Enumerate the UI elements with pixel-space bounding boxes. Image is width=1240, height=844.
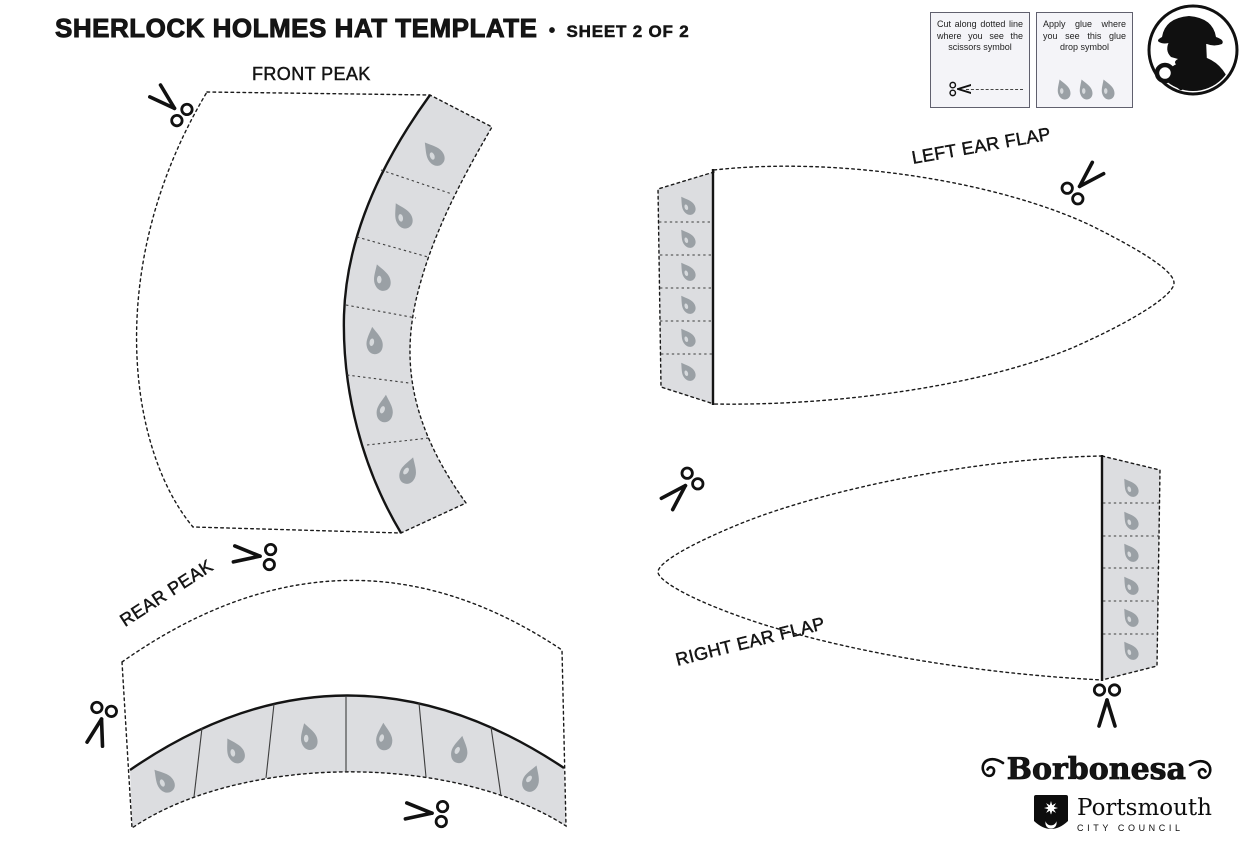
borbonesa-logo: Borbonesa: [979, 752, 1214, 787]
glue-instruction-legend: [1043, 76, 1126, 102]
front-peak-fold-line: [342, 94, 431, 534]
right-ear-flap-tab-cut-line: [1101, 455, 1161, 681]
title-separator: •: [548, 20, 556, 42]
left-ear-flap-tab-dividers: [659, 221, 713, 355]
front-peak-glue-tab-band: [343, 95, 492, 533]
front-peak-template: [135, 79, 493, 572]
borbonesa-wordmark: Borbonesa: [1006, 752, 1186, 788]
glue-drop-icon: [1053, 77, 1072, 102]
dotted-cut-line-sample: [966, 88, 1023, 90]
glue-drop-icon: [1097, 77, 1116, 102]
sherlock-silhouette-logo: [1147, 4, 1239, 96]
council-name: Portsmouth: [1077, 795, 1212, 821]
scissors-icon: [1092, 682, 1122, 728]
flourish-icon: [1188, 759, 1212, 779]
front-peak-tab-dividers: [345, 169, 453, 446]
right-ear-flap-template: [656, 455, 1161, 728]
left-ear-flap-cut-line: [713, 165, 1175, 405]
left-ear-flap-tab-cut-line: [657, 171, 715, 405]
front-peak-label: FRONT PEAK: [252, 64, 371, 84]
rear-peak-template: [80, 579, 567, 830]
portsmouth-city-council-logo: Portsmouth CITY COUNCIL: [1034, 795, 1212, 835]
council-subtitle: CITY COUNCIL: [1077, 823, 1184, 833]
council-text: Portsmouth CITY COUNCIL: [1077, 795, 1212, 834]
cut-instruction-legend: [937, 76, 1023, 102]
sheet-number: SHEET 2 OF 2: [566, 22, 690, 42]
rear-peak-glue-tab-band: [130, 695, 566, 828]
portsmouth-crest-icon: [1034, 795, 1069, 829]
scissors-icon: [403, 796, 451, 829]
cut-instruction-text: Cut along dotted line where you see the …: [937, 19, 1023, 53]
left-ear-flap-glue-tab-band: [658, 172, 714, 404]
cut-instruction-box: Cut along dotted line where you see the …: [930, 12, 1030, 108]
scissors-icon: [80, 699, 120, 750]
scissors-icon: [231, 539, 279, 572]
header: SHERLOCK HOLMES HAT TEMPLATE • SHEET 2 O…: [55, 13, 689, 44]
rear-peak-fold-line: [129, 694, 565, 771]
glue-drop-icon: [1075, 77, 1094, 102]
right-ear-flap-tab-dividers: [1103, 502, 1159, 635]
glue-instruction-box: Apply glue where you see this glue drop …: [1036, 12, 1133, 108]
rear-peak-tab-dividers: [193, 696, 502, 798]
glue-instruction-text: Apply glue where you see this glue drop …: [1043, 19, 1126, 53]
left-ear-flap-template: [657, 157, 1175, 405]
scissors-icon: [656, 464, 707, 515]
rear-peak-cut-line: [121, 579, 567, 830]
flourish-icon: [981, 757, 1004, 777]
magnifying-glass-icon: [1154, 62, 1176, 84]
page-title: SHERLOCK HOLMES HAT TEMPLATE: [55, 13, 538, 44]
scissors-icon: [1058, 157, 1109, 208]
right-ear-flap-cut-line: [657, 455, 1103, 681]
scissors-icon: [144, 79, 197, 130]
